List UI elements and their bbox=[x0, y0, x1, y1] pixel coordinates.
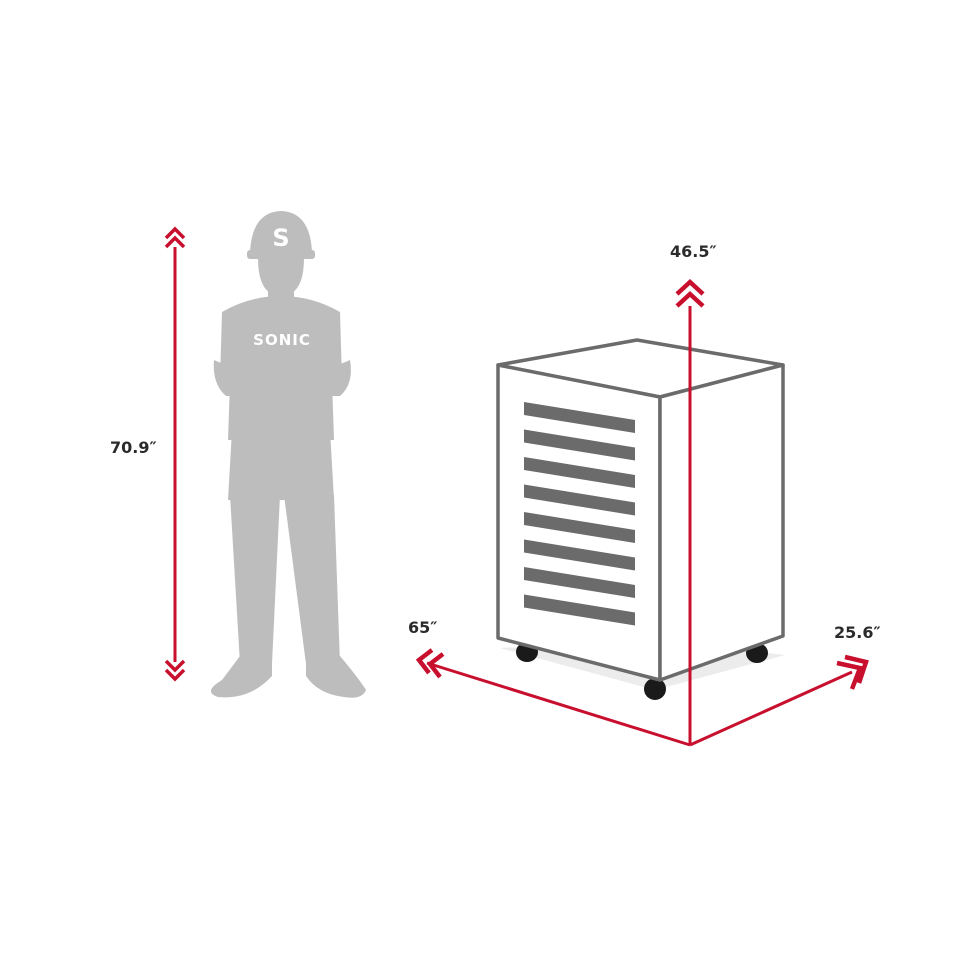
double-chevron-up-icon bbox=[675, 278, 705, 308]
cabinet-depth-line bbox=[689, 670, 853, 747]
left-leg bbox=[230, 495, 280, 664]
cabinet-width-line bbox=[426, 661, 691, 747]
cabinet-depth-label: 25.6″ bbox=[834, 623, 881, 642]
drawer-front bbox=[524, 567, 635, 598]
cabinet-height-label: 46.5″ bbox=[670, 242, 717, 261]
double-chevron-up-icon bbox=[164, 226, 186, 249]
double-chevron-down-icon bbox=[164, 659, 186, 682]
hips bbox=[228, 430, 334, 500]
drawer-front bbox=[524, 512, 635, 543]
person-height-label: 70.9″ bbox=[110, 438, 157, 457]
helmet bbox=[250, 211, 312, 258]
cabinet-side bbox=[658, 363, 785, 682]
crossed-arms bbox=[213, 360, 351, 396]
person-silhouette bbox=[210, 211, 366, 698]
right-leg bbox=[284, 495, 340, 664]
double-chevron-left-icon bbox=[415, 648, 445, 679]
wheel-front bbox=[644, 678, 666, 700]
head bbox=[258, 258, 304, 293]
left-shoe bbox=[210, 656, 272, 698]
drawer-front bbox=[524, 429, 635, 461]
shirt-logo: SONIC bbox=[253, 331, 311, 349]
cabinet-width-label: 65″ bbox=[408, 618, 437, 637]
helmet-logo: S bbox=[272, 224, 289, 252]
right-shoe bbox=[306, 656, 366, 698]
torso bbox=[220, 296, 342, 440]
drawer-front bbox=[524, 484, 635, 516]
drawer-front bbox=[524, 402, 635, 433]
drawer-front bbox=[524, 594, 635, 626]
helmet-brim bbox=[247, 250, 315, 259]
double-chevron-right-icon bbox=[836, 654, 869, 690]
cabinet bbox=[496, 338, 785, 700]
drawer-group bbox=[524, 402, 635, 626]
drawer-front bbox=[524, 457, 635, 488]
drawer-front bbox=[524, 539, 635, 571]
